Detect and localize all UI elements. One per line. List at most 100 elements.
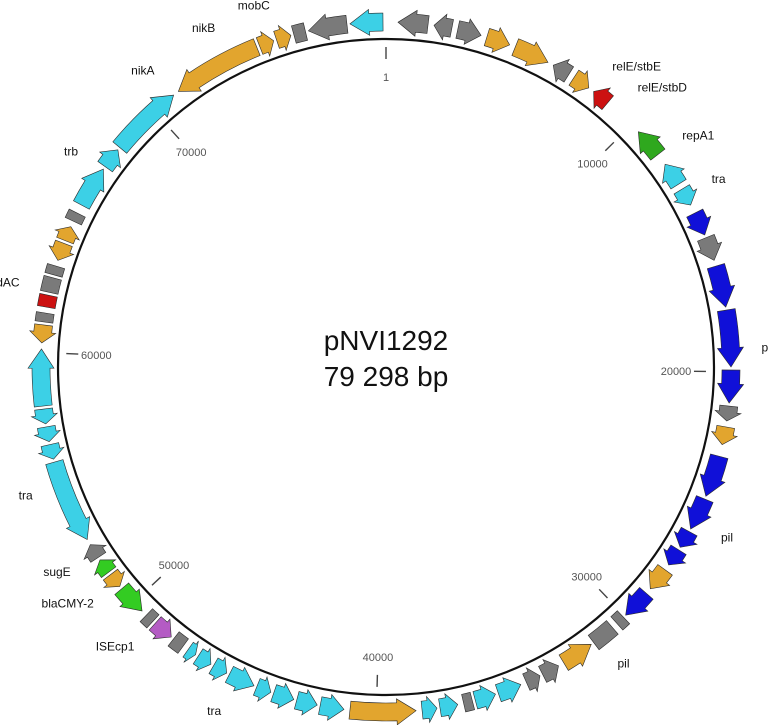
gene-arrow-pilus bbox=[716, 308, 744, 368]
gene-arrow-transfer bbox=[349, 8, 384, 36]
gene-arrow-hypothetical bbox=[44, 263, 66, 278]
gene-label: tra bbox=[19, 489, 33, 503]
tick-mark bbox=[170, 129, 180, 140]
gene-arrow-hypothetical bbox=[307, 13, 349, 41]
gene-arrow-other bbox=[273, 24, 292, 52]
gene-arrow-insertion bbox=[148, 616, 172, 640]
gene-label: nikA bbox=[131, 64, 154, 78]
gene-arrow-pilus bbox=[706, 263, 736, 308]
gene-label: sugE bbox=[43, 565, 70, 579]
gene-label: tra bbox=[712, 172, 726, 186]
gene-arrow-transfer bbox=[30, 407, 59, 425]
tick-label: 70000 bbox=[176, 147, 207, 159]
gene-arrow-transfer bbox=[37, 442, 65, 460]
gene-arrow-transfer bbox=[208, 656, 228, 681]
gene-arrow-transfer bbox=[27, 348, 55, 408]
backbone-circle bbox=[56, 37, 716, 697]
tick-mark bbox=[151, 576, 162, 586]
gene-arrow-hypothetical bbox=[696, 233, 723, 261]
gene-arrow-transfer bbox=[97, 149, 121, 173]
gene-label: pndAC bbox=[0, 275, 20, 289]
gene-arrow-transfer bbox=[73, 168, 105, 210]
gene-arrow-transfer bbox=[495, 677, 522, 703]
gene-arrow-hypothetical bbox=[538, 659, 559, 684]
gene-arrow-hypothetical bbox=[522, 667, 541, 693]
gene-label: mobC bbox=[238, 0, 270, 12]
gene-arrow-other bbox=[348, 698, 417, 725]
gene-arrow-pilus bbox=[686, 208, 712, 236]
gene-arrow-pilus bbox=[699, 453, 729, 497]
gene-arrow-pilus bbox=[687, 495, 714, 530]
gene-arrow-hypothetical bbox=[433, 13, 454, 41]
gene-arrow-other bbox=[483, 26, 511, 53]
plasmid-name: pNVI1292 bbox=[324, 325, 449, 356]
gene-label: repA1 bbox=[682, 129, 714, 143]
gene-arrow-hypothetical bbox=[397, 9, 430, 37]
gene-arrow-transfer bbox=[192, 647, 212, 672]
tick-mark bbox=[604, 141, 615, 152]
gene-arrow-resistance bbox=[114, 582, 143, 612]
gene-arrow-transfer bbox=[182, 640, 199, 663]
gene-arrow-hypothetical bbox=[587, 620, 619, 651]
gene-label: ISEcp1 bbox=[96, 639, 135, 653]
gene-arrow-hypothetical bbox=[64, 208, 86, 226]
gene-arrow-hypothetical bbox=[139, 608, 160, 629]
tick-mark bbox=[66, 352, 79, 355]
gene-arrow-other bbox=[102, 568, 125, 588]
tick-label: 30000 bbox=[571, 571, 602, 583]
tick-label: 40000 bbox=[363, 652, 394, 664]
gene-arrow-hypothetical bbox=[34, 311, 55, 324]
gene-arrow-pilus bbox=[717, 369, 745, 404]
gene-label: nikB bbox=[192, 21, 215, 35]
gene-arrow-hypothetical bbox=[291, 22, 308, 44]
scale-ticks: 1 10000 20000 30000 40000 50000 60000 70000 bbox=[66, 47, 706, 687]
gene-arrow-transfer bbox=[662, 163, 687, 190]
gene-label: blaCMY-2 bbox=[42, 597, 95, 611]
gene-arrow-transfer bbox=[45, 459, 91, 540]
gene-arrow-hypothetical bbox=[40, 275, 62, 295]
tick-label: 20000 bbox=[661, 366, 692, 378]
gene-arrow-resistance bbox=[93, 559, 117, 578]
gene-arrow-hypothetical bbox=[552, 58, 575, 83]
gene-arrow-transfer bbox=[294, 688, 318, 716]
gene-label: pil bbox=[721, 531, 733, 545]
gene-arrow-transfer bbox=[252, 675, 272, 703]
gene-label: tra bbox=[207, 704, 221, 718]
gene-arrow-other bbox=[177, 38, 261, 92]
gene-arrow-transfer bbox=[673, 184, 698, 206]
tick-label: 50000 bbox=[159, 560, 190, 572]
gene-arrow-other bbox=[511, 38, 549, 66]
plasmid-size: 79 298 bp bbox=[324, 361, 449, 392]
gene-arrow-pilus bbox=[663, 544, 687, 566]
tick-label: 60000 bbox=[81, 350, 112, 362]
gene-arrow-hypothetical bbox=[83, 544, 107, 563]
gene-label: relE/stbD bbox=[638, 81, 688, 95]
gene-label: pil bbox=[618, 656, 630, 670]
gene-arrow-toxin bbox=[593, 87, 614, 111]
gene-label: pil bbox=[762, 340, 768, 354]
gene-arrow-transfer bbox=[472, 684, 496, 712]
gene-label: relE/stbE bbox=[612, 60, 661, 74]
gene-arrow-pilus bbox=[625, 587, 654, 616]
gene-arrow-other bbox=[29, 323, 57, 344]
tick-label: 1 bbox=[383, 72, 389, 84]
gene-arrow-transfer bbox=[33, 425, 61, 443]
gene-arrow-replication bbox=[637, 131, 666, 161]
gene-arrow-other bbox=[568, 69, 590, 93]
gene-label: trb bbox=[64, 144, 78, 158]
gene-arrow-toxin bbox=[37, 293, 58, 309]
gene-arrow-transfer bbox=[270, 682, 295, 709]
tick-mark bbox=[598, 588, 608, 599]
gene-arrow-transfer bbox=[318, 693, 345, 721]
gene-arrow-hypothetical bbox=[610, 610, 631, 631]
gene-arrow-transfer bbox=[420, 695, 438, 724]
gene-arrow-other bbox=[648, 564, 673, 590]
tick-label: 10000 bbox=[577, 158, 608, 170]
gene-arrow-other bbox=[255, 30, 275, 58]
feature-arrows bbox=[27, 8, 745, 725]
gene-arrow-hypothetical bbox=[455, 18, 482, 45]
gene-arrow-other bbox=[54, 226, 81, 245]
gene-arrow-other bbox=[48, 239, 75, 261]
gene-arrow-hypothetical bbox=[714, 404, 742, 422]
